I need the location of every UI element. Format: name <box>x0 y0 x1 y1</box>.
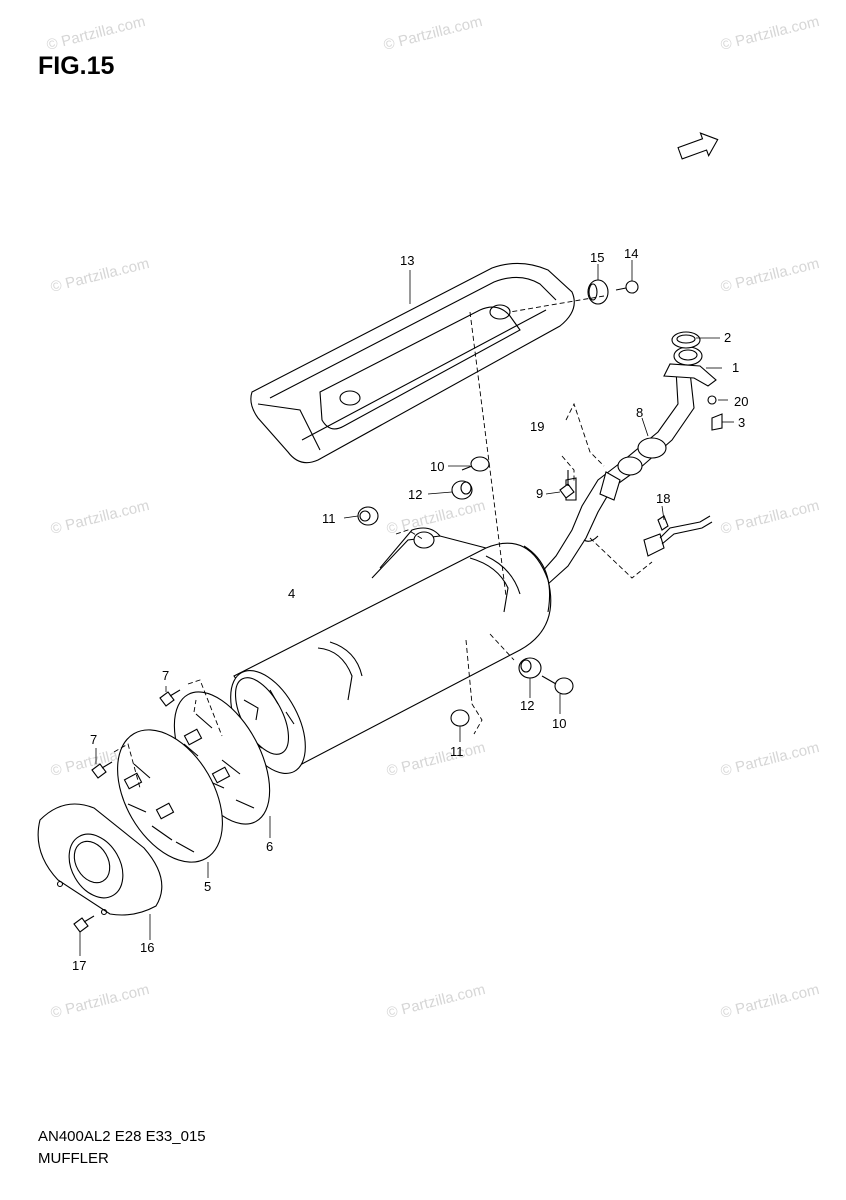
watermark: © Partzilla.com <box>719 739 821 780</box>
watermark: © Partzilla.com <box>385 981 487 1022</box>
muffler-body <box>230 527 552 774</box>
callout-19: 19 <box>530 419 544 434</box>
collar-11-top <box>357 506 379 526</box>
callout-2: 2 <box>724 330 731 345</box>
screw-7-top <box>159 689 181 707</box>
watermark: © Partzilla.com <box>719 255 821 296</box>
callout-7a: 7 <box>162 668 169 683</box>
screw-7-left <box>91 761 113 779</box>
grommet-12-bottom <box>518 657 542 679</box>
watermark: © Partzilla.com <box>382 13 484 54</box>
watermark: © Partzilla.com <box>49 497 151 538</box>
collar-11-bottom <box>450 709 470 727</box>
watermark: © Partzilla.com <box>385 739 487 780</box>
figure-title: FIG.15 <box>38 52 115 80</box>
callout-4: 4 <box>288 586 295 601</box>
assembly-lines <box>113 295 653 789</box>
watermarks: © Partzilla.com © Partzilla.com © Partzi… <box>45 13 821 1022</box>
screw-14 <box>615 280 639 294</box>
bolt-10-bottom <box>541 675 574 695</box>
watermark: © Partzilla.com <box>719 981 821 1022</box>
callout-labels: 1 2 3 4 5 6 7 7 8 9 10 10 11 11 12 12 13… <box>72 246 748 973</box>
callout-18: 18 <box>656 491 670 506</box>
callout-20: 20 <box>734 394 748 409</box>
callout-17: 17 <box>72 958 86 973</box>
callout-3: 3 <box>738 415 745 430</box>
callout-14: 14 <box>624 246 638 261</box>
callout-10a: 10 <box>430 459 444 474</box>
callout-13: 13 <box>400 253 414 268</box>
callout-10b: 10 <box>552 716 566 731</box>
exhaust-pipe <box>539 331 723 585</box>
callout-5: 5 <box>204 879 211 894</box>
callout-11b: 11 <box>450 744 464 759</box>
screw-17 <box>73 915 95 933</box>
bolt-10-top <box>461 456 490 472</box>
callout-12b: 12 <box>520 698 534 713</box>
leader-lines <box>79 260 734 956</box>
callout-11a: 11 <box>322 511 336 526</box>
end-cover-16 <box>37 803 163 916</box>
callout-8: 8 <box>636 405 643 420</box>
watermark: © Partzilla.com <box>49 255 151 296</box>
fwd-arrow-icon: FWD <box>677 132 719 160</box>
watermark: © Partzilla.com <box>49 981 151 1022</box>
oxygen-sensor <box>643 515 713 557</box>
heat-cover <box>250 262 575 464</box>
grommet-12-top <box>451 480 473 500</box>
callout-12a: 12 <box>408 487 422 502</box>
figure-code: AN400AL2 E28 E33_015 <box>38 1128 206 1145</box>
callout-6: 6 <box>266 839 273 854</box>
watermark: © Partzilla.com <box>719 497 821 538</box>
watermark: © Partzilla.com <box>719 13 821 54</box>
watermark: © Partzilla.com <box>45 13 147 54</box>
bolt-9 <box>559 470 575 499</box>
callout-16: 16 <box>140 940 154 955</box>
callout-9: 9 <box>536 486 543 501</box>
figure-name: MUFFLER <box>38 1150 109 1167</box>
grommet-15 <box>587 279 609 305</box>
callout-1: 1 <box>732 360 739 375</box>
callout-15: 15 <box>590 250 604 265</box>
callout-7b: 7 <box>90 732 97 747</box>
